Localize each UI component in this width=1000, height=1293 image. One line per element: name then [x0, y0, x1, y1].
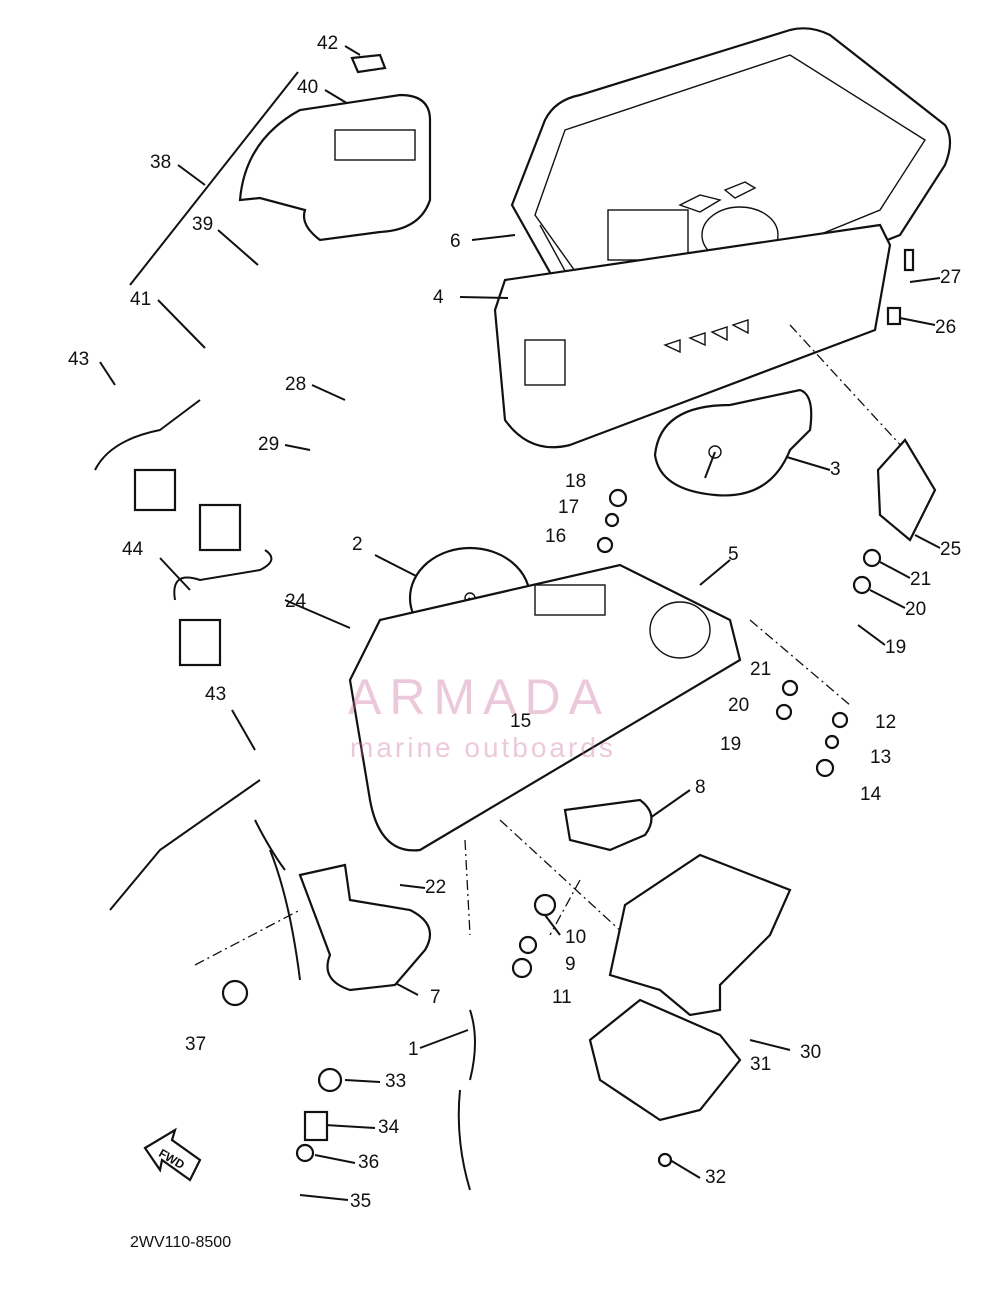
- callout-24: 24: [285, 591, 307, 612]
- callout-30: 30: [800, 1042, 822, 1063]
- callout-34: 34: [378, 1117, 400, 1138]
- callout-5: 5: [728, 544, 739, 565]
- callout-43: 43: [68, 349, 90, 370]
- callout-28: 28: [285, 374, 307, 395]
- callout-26: 26: [935, 317, 957, 338]
- callout-18: 18: [565, 471, 587, 492]
- callout-4: 4: [433, 287, 444, 308]
- hardware-parts: [221, 248, 937, 1168]
- callout-7: 7: [430, 987, 441, 1008]
- callout-16: 16: [545, 526, 567, 547]
- callout-19b: 19: [720, 734, 742, 755]
- callout-17: 17: [558, 497, 580, 518]
- callout-14: 14: [860, 784, 882, 805]
- callout-1: 1: [408, 1039, 419, 1060]
- callout-13: 13: [870, 747, 892, 768]
- callout-44: 44: [122, 539, 144, 560]
- callout-32: 32: [705, 1167, 727, 1188]
- callout-19: 19: [885, 637, 907, 658]
- callout-11: 11: [552, 987, 572, 1008]
- callout-42: 42: [317, 33, 339, 54]
- callout-25: 25: [940, 539, 962, 560]
- callout-33: 33: [385, 1071, 407, 1092]
- meter-housing-part: [493, 223, 892, 449]
- callout-20b: 20: [728, 695, 750, 716]
- wire-harness-part: [94, 399, 476, 1191]
- watermark-brand: ARMADA: [348, 669, 610, 725]
- callout-31: 31: [750, 1054, 772, 1075]
- light-unit-part: [588, 853, 792, 1122]
- callout-9: 9: [565, 954, 576, 975]
- tachometer-part: [653, 388, 813, 497]
- fwd-arrow-icon: [143, 1127, 202, 1182]
- callout-41: 41: [130, 289, 152, 310]
- callout-29: 29: [258, 434, 280, 455]
- callout-21: 21: [910, 569, 932, 590]
- callout-10: 10: [565, 927, 587, 948]
- bracket-7-part: [298, 863, 432, 992]
- callout-40: 40: [297, 77, 319, 98]
- callout-43b: 43: [205, 684, 227, 705]
- callout-38: 38: [150, 152, 172, 173]
- callout-27: 27: [940, 267, 962, 288]
- callout-12: 12: [875, 712, 897, 733]
- bracket-8-part: [563, 798, 653, 852]
- callout-22: 22: [425, 877, 447, 898]
- callout-6: 6: [450, 231, 461, 252]
- callout-20: 20: [905, 599, 927, 620]
- callout-8: 8: [695, 777, 706, 798]
- watermark-subtitle: marine outboards: [350, 732, 616, 763]
- callout-21b: 21: [750, 659, 772, 680]
- part-code: 2WV110-8500: [130, 1234, 232, 1251]
- callout-36: 36: [358, 1152, 380, 1173]
- callout-35: 35: [350, 1191, 372, 1212]
- callout-15: 15: [510, 711, 532, 732]
- indicator-holder-part: [238, 53, 432, 242]
- callout-2: 2: [352, 534, 363, 555]
- meter-case-part: [348, 563, 742, 852]
- callout-3: 3: [830, 459, 841, 480]
- callout-39: 39: [192, 214, 214, 235]
- callout-37: 37: [185, 1034, 207, 1055]
